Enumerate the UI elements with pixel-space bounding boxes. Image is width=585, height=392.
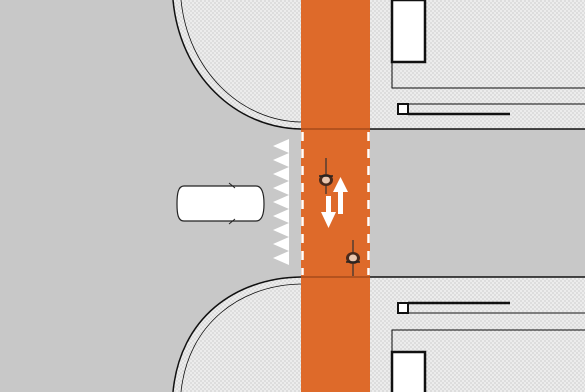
- curb-top-left: [172, 0, 302, 130]
- curb-top-left-inner: [180, 0, 302, 123]
- arrow-down-icon: [321, 196, 336, 228]
- sidewalk-bottom-left: [173, 277, 301, 392]
- sidewalk-top-left: [173, 0, 301, 129]
- cyclist-icon: [319, 158, 333, 194]
- curb-bottom-left: [172, 276, 302, 392]
- curb-bottom-left-inner: [180, 283, 302, 392]
- building-bottom-right: [390, 301, 585, 392]
- cycle-track: [301, 0, 370, 392]
- yield-triangles: [273, 139, 289, 265]
- arrow-up-icon: [333, 177, 348, 214]
- building-top-right: [390, 0, 585, 116]
- car-icon: [176, 182, 265, 225]
- cyclist-icon: [346, 240, 360, 276]
